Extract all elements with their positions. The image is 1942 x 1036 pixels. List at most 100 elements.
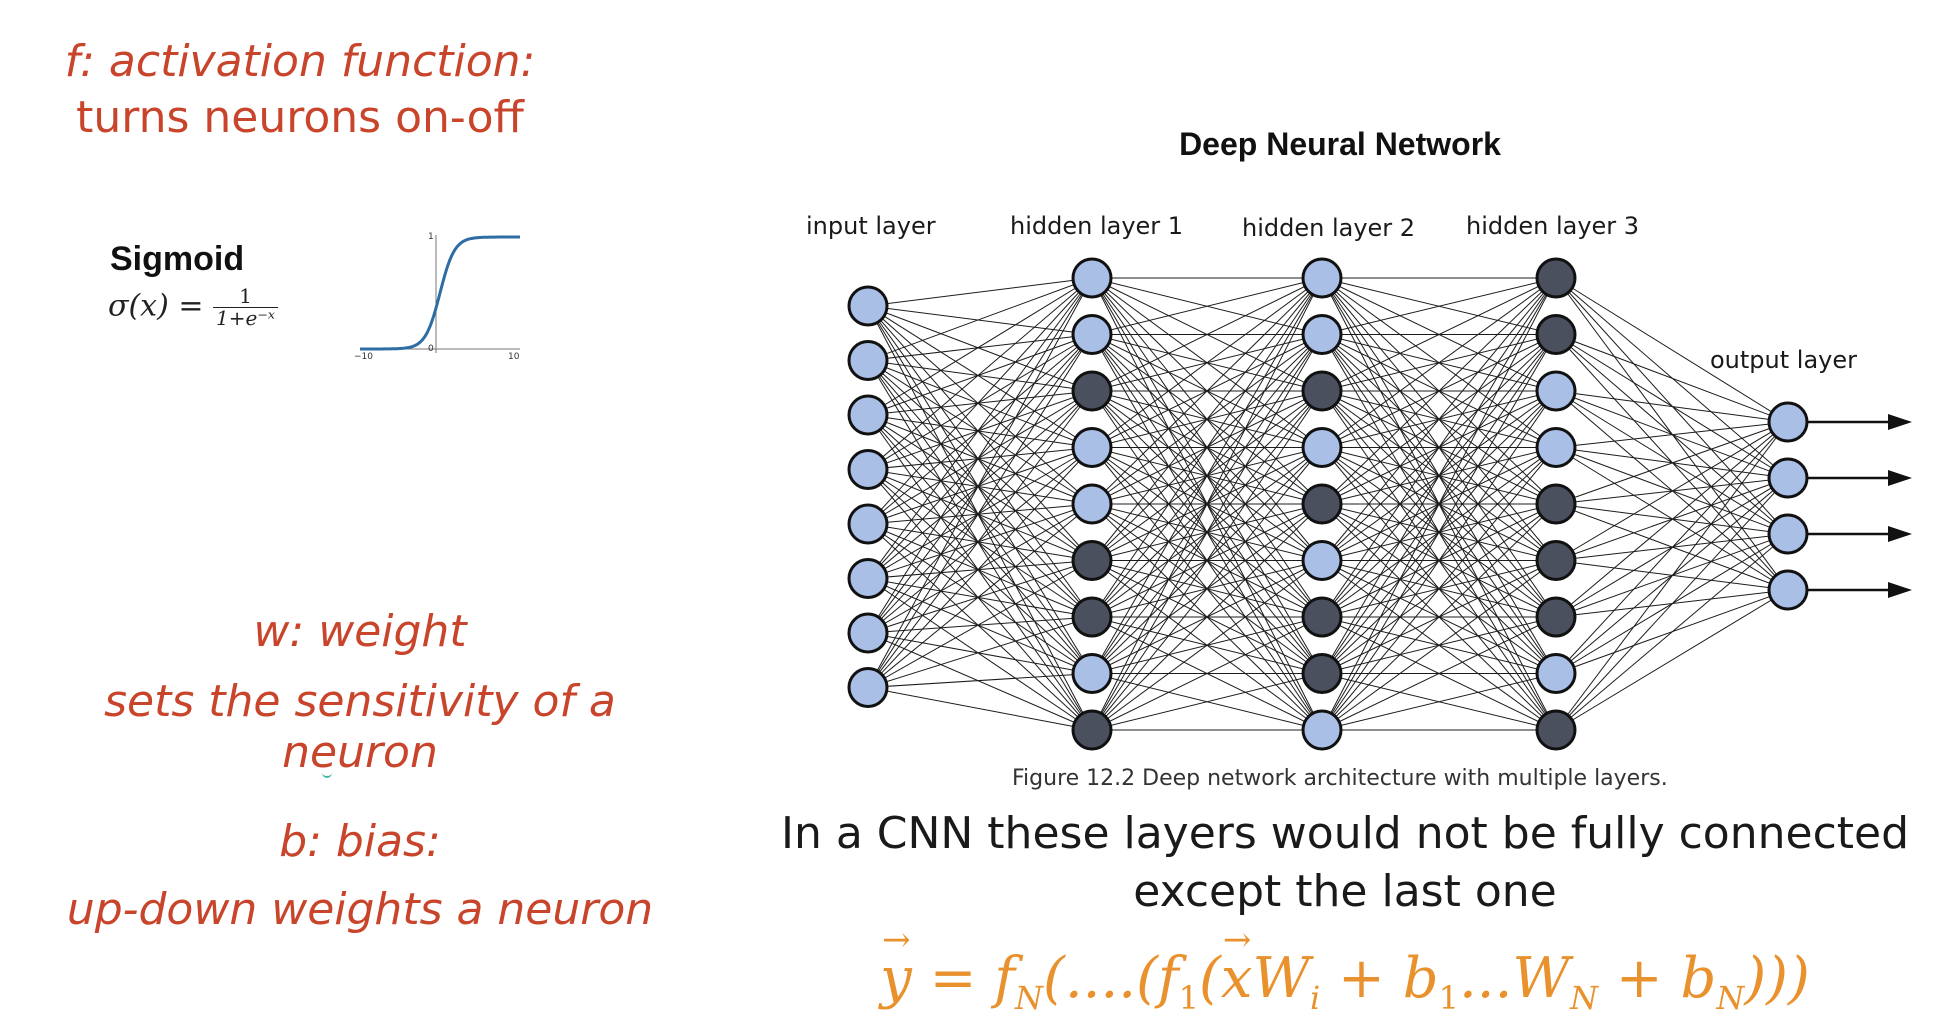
bias-desc: up-down weights a neuron	[66, 884, 654, 935]
output-arrow-head	[1888, 470, 1912, 486]
connection-line	[867, 503, 1093, 525]
network-edges	[867, 277, 1789, 731]
neuron-node	[1071, 540, 1113, 581]
neuron-node	[847, 394, 889, 436]
connection-line	[1091, 616, 1323, 731]
eq-vec-y: →	[882, 920, 911, 960]
sigmoid-lhs: σ(x) =	[108, 288, 204, 324]
connection-line	[867, 632, 1093, 731]
connection-line	[867, 390, 1093, 688]
connection-line	[1321, 334, 1557, 731]
connection-line	[867, 632, 1093, 674]
network-title: Deep Neural Network	[1179, 126, 1501, 162]
sigmoid-fraction: 1 1+e⁻ˣ	[213, 286, 279, 329]
neuron-node	[1071, 596, 1113, 638]
neuron-node	[1767, 569, 1809, 611]
layer-label: hidden layer 1	[1010, 212, 1183, 240]
connection-line	[1091, 277, 1323, 561]
network-equation: y→ = fN(....(f1(x→Wi + b1...WN + bN)))	[880, 920, 1810, 1018]
connection-line	[1321, 277, 1557, 618]
connection-line	[867, 390, 1093, 634]
eq-x: x→	[1220, 920, 1253, 1011]
neuron-node	[1071, 427, 1113, 468]
connection-line	[867, 277, 1093, 525]
neuron-node	[847, 667, 889, 708]
figure-caption-text: Deep network architecture with multiple …	[1135, 766, 1668, 791]
connection-line	[867, 277, 1093, 579]
connection-line	[867, 469, 1093, 505]
connection-line	[1091, 277, 1323, 335]
connection-line	[1091, 277, 1323, 505]
connection-line	[867, 523, 1093, 618]
connection-line	[867, 447, 1093, 470]
connection-line	[1091, 334, 1323, 731]
layer-label: input layer	[806, 212, 936, 240]
connection-line	[867, 360, 1093, 731]
connection-line	[867, 578, 1093, 674]
bias-title: b: bias:	[279, 816, 441, 867]
connection-line	[867, 390, 1093, 525]
sigmoid-xtick-min: −10	[354, 352, 373, 362]
neuron-node	[1071, 709, 1113, 751]
connection-line	[867, 277, 1093, 361]
connection-line	[867, 334, 1093, 361]
neuron-node	[1535, 427, 1577, 468]
connection-line	[1091, 447, 1323, 731]
neuron-node	[1535, 653, 1577, 694]
connection-line	[867, 560, 1093, 688]
connection-line	[1091, 277, 1323, 674]
output-arrow-head	[1888, 414, 1912, 430]
connection-line	[867, 469, 1093, 618]
connection-line	[867, 560, 1093, 579]
sigmoid-curve	[360, 235, 520, 351]
neuron-node	[847, 340, 889, 381]
neuron-node	[1301, 370, 1343, 412]
connection-line	[867, 360, 1093, 392]
connection-line	[867, 616, 1093, 634]
connection-line	[1321, 277, 1557, 674]
activation-title: f: activation function:	[64, 36, 536, 87]
connection-line	[867, 687, 1093, 731]
neuron-node	[1301, 427, 1343, 468]
cnn-note-line2: except the last one	[1133, 866, 1557, 917]
neuron-node	[1767, 513, 1809, 555]
connection-line	[1555, 421, 1789, 448]
neuron-node	[1071, 653, 1113, 694]
neuron-node	[1535, 709, 1577, 751]
connection-line	[1321, 277, 1557, 731]
connection-line	[867, 503, 1093, 634]
neuron-node	[1071, 483, 1113, 525]
neuron-node	[1071, 257, 1113, 299]
connection-line	[867, 334, 1093, 579]
connection-line	[867, 673, 1093, 688]
sigmoid-plot: −10 0 10 1	[354, 232, 520, 362]
connection-line	[867, 277, 1093, 688]
neuron-node	[847, 612, 889, 654]
connection-line	[867, 360, 1093, 618]
sigmoid-numerator: 1	[213, 286, 279, 308]
connection-line	[867, 578, 1093, 731]
connection-line	[1555, 421, 1789, 561]
connection-line	[867, 447, 1093, 634]
neuron-node	[1301, 314, 1343, 355]
connection-line	[1091, 390, 1323, 731]
connection-line	[1555, 589, 1789, 731]
connection-line	[1555, 421, 1789, 674]
connection-line	[867, 390, 1093, 579]
connection-line	[867, 414, 1093, 674]
neuron-node	[1071, 314, 1113, 355]
figure-caption-number: Figure 12.2	[1012, 766, 1136, 791]
neuron-node	[1535, 314, 1577, 355]
connection-line	[1321, 277, 1557, 561]
connection-line	[867, 360, 1093, 561]
connection-line	[867, 578, 1093, 618]
connection-line	[1321, 560, 1557, 731]
connection-line	[867, 414, 1093, 505]
sigmoid-title: Sigmoid	[110, 240, 245, 278]
connection-line	[867, 469, 1093, 561]
output-arrow-head	[1888, 582, 1912, 598]
neuron-node	[1301, 540, 1343, 581]
connection-line	[867, 305, 1093, 561]
neuron-node	[1301, 653, 1343, 694]
